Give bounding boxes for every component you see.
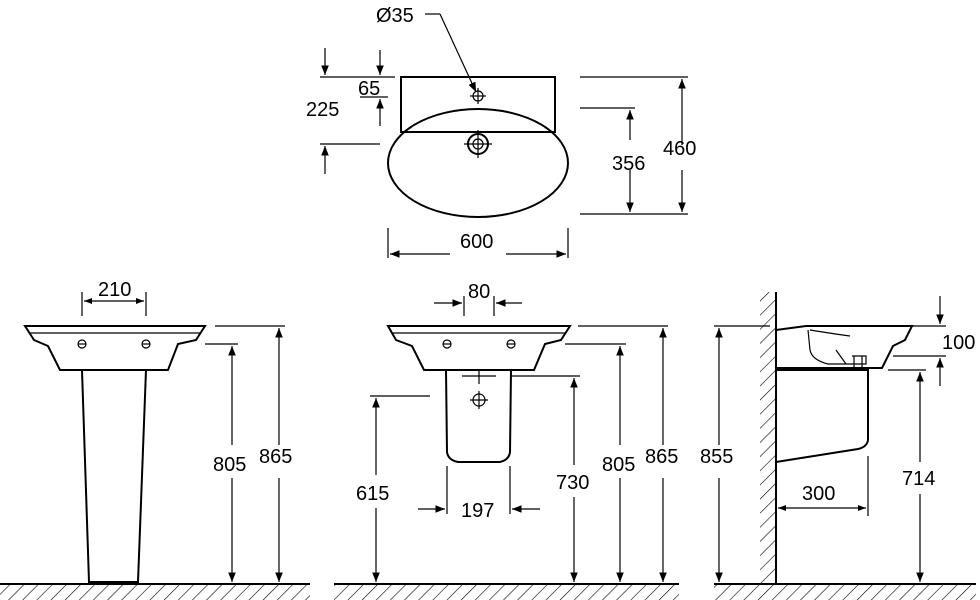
dim-615: 615 bbox=[356, 483, 389, 505]
semi-pedestal-cover bbox=[445, 369, 512, 463]
dim-65: 65 bbox=[358, 78, 380, 100]
dim-865: 865 bbox=[259, 446, 292, 468]
dim-197: 197 bbox=[461, 500, 494, 522]
tap-hole-icon bbox=[470, 88, 486, 104]
dim-600: 600 bbox=[460, 231, 493, 253]
floor-hatch bbox=[0, 584, 310, 600]
front-view-pedestal: 210 805 865 bbox=[0, 279, 310, 600]
dim-hole-diameter: Ø35 bbox=[376, 5, 414, 27]
drain-icon bbox=[464, 130, 492, 158]
dim-460: 460 bbox=[663, 138, 696, 160]
dim-100: 100 bbox=[942, 332, 975, 354]
front-view-semi-pedestal: 80 615 197 730 805 865 bbox=[334, 281, 679, 600]
dim-300: 300 bbox=[802, 483, 835, 505]
screw-icon bbox=[77, 339, 151, 349]
dim-855: 855 bbox=[700, 446, 733, 468]
side-view: 855 100 714 300 bbox=[700, 292, 976, 600]
screw-icon bbox=[442, 339, 516, 349]
top-view-basin bbox=[387, 108, 569, 218]
top-view-backsplash bbox=[400, 76, 556, 133]
dim-714: 714 bbox=[902, 468, 935, 490]
semi-pedestal-basin bbox=[386, 325, 572, 371]
dim-210: 210 bbox=[98, 279, 131, 301]
dim-730: 730 bbox=[556, 472, 589, 494]
dim-225: 225 bbox=[306, 99, 339, 121]
dim-865: 865 bbox=[645, 446, 678, 468]
side-semi-pedestal bbox=[775, 369, 869, 463]
side-basin bbox=[775, 325, 914, 369]
drain-icon bbox=[470, 391, 488, 409]
top-view: Ø35 225 65 356 460 600 bbox=[306, 5, 696, 258]
dim-356: 356 bbox=[612, 153, 645, 175]
dim-805: 805 bbox=[213, 454, 246, 476]
dim-80: 80 bbox=[468, 281, 490, 303]
floor-hatch bbox=[714, 584, 976, 600]
pedestal-column bbox=[81, 369, 147, 583]
wall-hatch bbox=[760, 292, 776, 584]
pedestal-basin bbox=[23, 325, 207, 371]
dim-805: 805 bbox=[602, 454, 635, 476]
floor-hatch bbox=[334, 584, 679, 600]
